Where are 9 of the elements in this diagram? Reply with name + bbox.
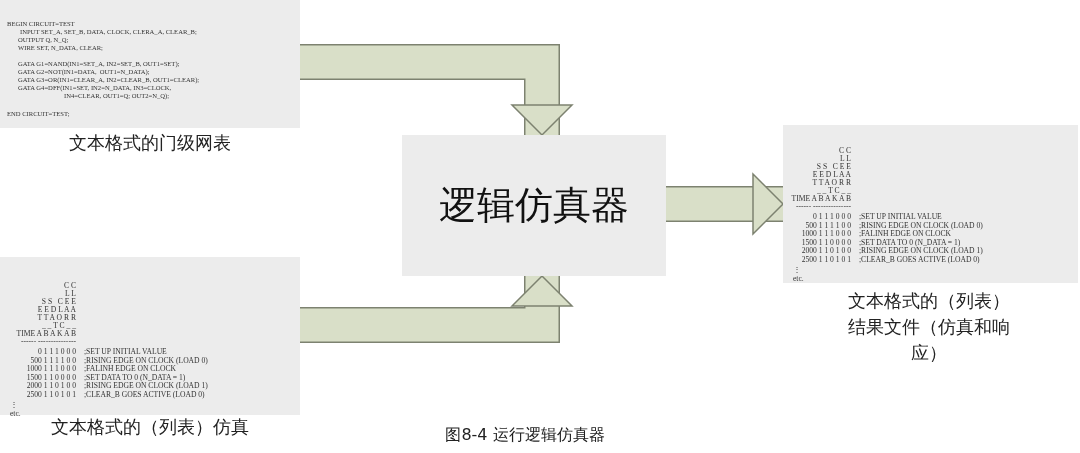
box-title: 逻辑仿真器 [439, 182, 629, 229]
process-box [402, 135, 666, 276]
figure-caption: 图8-4 运行逻辑仿真器 [444, 425, 606, 446]
listing-panel [0, 257, 300, 415]
panel-caption: 文本格式的门级网表 [68, 131, 232, 155]
netlist-panel [0, 0, 300, 128]
panel-caption: 文本格式的（列表）结果文件（仿真和响应） [847, 289, 1011, 365]
panel-caption: 文本格式的（列表）仿真 [50, 415, 250, 439]
listing-panel [783, 125, 1078, 283]
